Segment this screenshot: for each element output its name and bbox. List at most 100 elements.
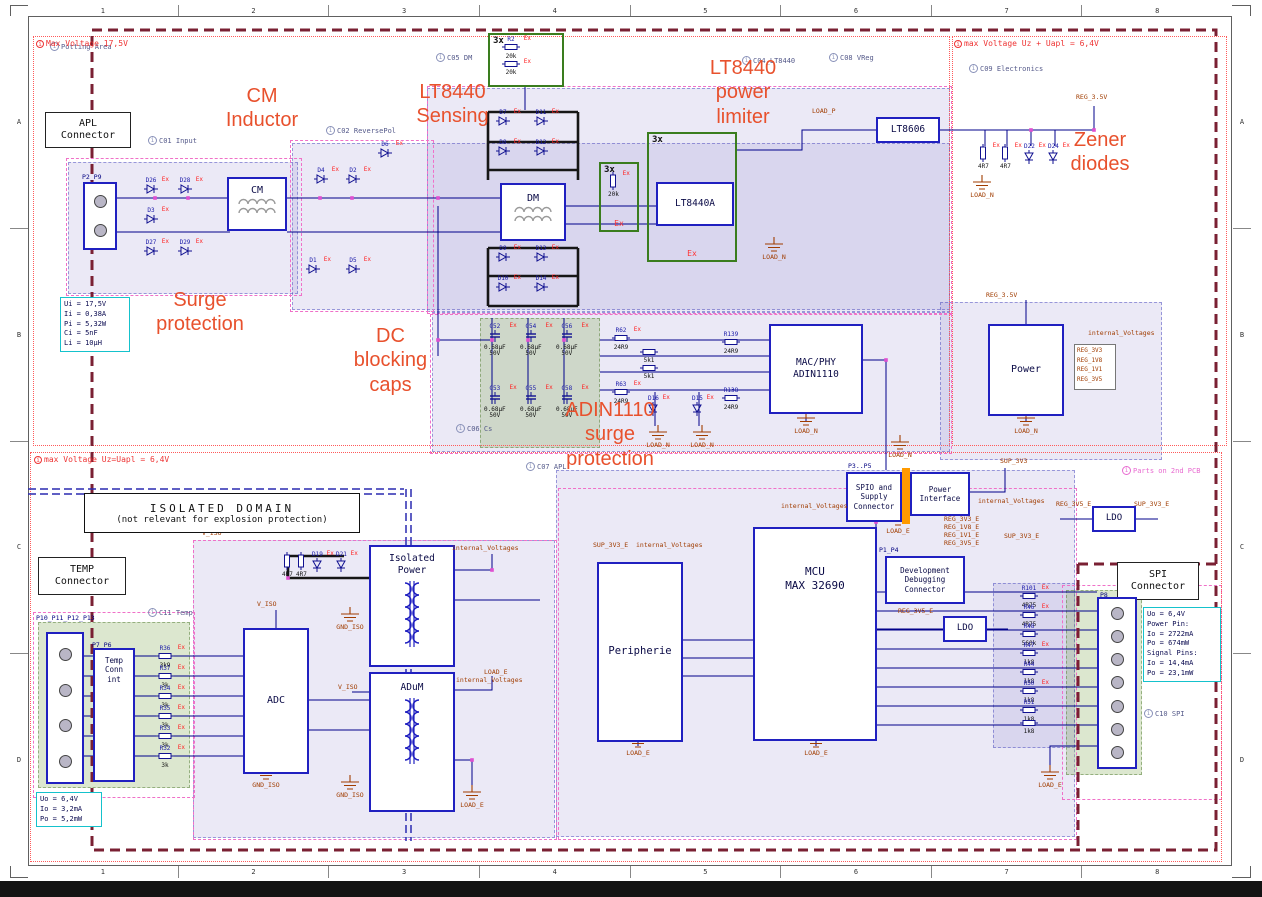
multiplier-label: 3x xyxy=(652,135,663,145)
adc-block[interactable]: ADC xyxy=(243,628,309,774)
power-block[interactable]: Power xyxy=(988,324,1064,416)
adum-block[interactable]: ADuM xyxy=(369,672,455,812)
ldo-block-2[interactable]: LDO xyxy=(1092,506,1136,532)
connector-pin[interactable] xyxy=(1110,607,1124,621)
connector-pin[interactable] xyxy=(93,224,107,237)
macphy-adin1110-block[interactable]: MAC/PHY ADIN1110 xyxy=(769,324,863,414)
cm-inductor-block[interactable]: CM xyxy=(227,177,287,231)
isolated-power-block[interactable]: Isolated Power xyxy=(369,545,455,667)
connector-pin[interactable] xyxy=(58,754,72,768)
resistor[interactable]: 5k1 xyxy=(640,364,658,381)
connector-pin[interactable] xyxy=(1110,699,1124,713)
lt8440a-block[interactable]: LT8440A xyxy=(656,182,734,226)
spio-supply-connector-block[interactable]: SPIO and Supply Connector xyxy=(846,472,902,522)
dm-inductor-block[interactable]: DM xyxy=(500,183,566,241)
spi-connector-pins[interactable] xyxy=(1097,597,1137,769)
resistor[interactable]: 4R7 xyxy=(296,552,307,579)
net-label: P10_P11_P12_P13 xyxy=(36,614,95,622)
net-label: LOAD_E xyxy=(484,668,508,676)
isolated-domain-note: ISOLATED DOMAIN (not relevant for explos… xyxy=(84,493,360,533)
diode-symbol-icon xyxy=(306,264,320,276)
ground-net-label: GND_ISO xyxy=(336,623,364,631)
resistor[interactable]: 1k8 xyxy=(1020,719,1038,736)
diode-symbol-icon xyxy=(144,184,158,196)
temp-connector-label[interactable]: TEMP Connector xyxy=(38,557,126,595)
connector-pin[interactable] xyxy=(58,719,72,733)
net-label: internal_Voltages xyxy=(1088,329,1155,337)
net-label: REG_1V8_E xyxy=(944,523,980,531)
peripherie-block[interactable]: Peripherie xyxy=(597,562,683,742)
ex-marking-label: Ex xyxy=(545,322,553,329)
spi-connector-label[interactable]: SPI Connector xyxy=(1117,562,1199,600)
dev-debug-connector-block[interactable]: Development Debugging Connector xyxy=(885,556,965,604)
transformer-symbol-icon xyxy=(377,577,447,655)
net-label: P8 xyxy=(1100,591,1108,599)
resistor[interactable]: 4R7 xyxy=(282,552,293,579)
connector-pin[interactable] xyxy=(58,683,72,697)
connector-pin[interactable] xyxy=(58,648,72,662)
power-interface-block-label: Power Interface xyxy=(919,484,961,503)
lt8606-block[interactable]: LT8606 xyxy=(876,117,940,143)
connector-pin[interactable] xyxy=(1110,722,1124,736)
temp-conn-int-block[interactable]: Temp Conn int xyxy=(93,648,135,782)
net-label: REG_3V5_E xyxy=(1056,500,1092,508)
ldo-block-1[interactable]: LDO xyxy=(943,616,987,642)
diode-symbol-icon xyxy=(346,174,360,186)
part-value: 20k xyxy=(608,191,619,199)
ex-marking-label: Ex xyxy=(523,35,531,42)
connector-pin[interactable] xyxy=(93,195,107,208)
connector-pin[interactable] xyxy=(1110,630,1124,644)
apl-connector-label[interactable]: APL Connector xyxy=(45,112,131,148)
connector-pin[interactable] xyxy=(1110,653,1124,667)
apl-connector-pins[interactable] xyxy=(83,182,117,250)
mcu-block[interactable]: MCU MAX 32690 xyxy=(753,527,877,741)
net-label: internal_Voltages xyxy=(636,541,703,549)
ex-marking-label: Ex xyxy=(161,176,169,183)
connector-pin[interactable] xyxy=(1110,676,1124,690)
connector-pin[interactable] xyxy=(1110,745,1124,759)
temp-connector-pins[interactable] xyxy=(46,632,84,784)
entity-params-box: Uo = 6,4V Io = 3,2mA Po = 5,2mW xyxy=(36,792,102,828)
part-value: 5k1 xyxy=(643,373,655,381)
power-interface-block[interactable]: Power Interface xyxy=(910,472,970,516)
resistor[interactable]: 5k1 xyxy=(640,348,658,365)
info-icon: i xyxy=(50,42,59,51)
